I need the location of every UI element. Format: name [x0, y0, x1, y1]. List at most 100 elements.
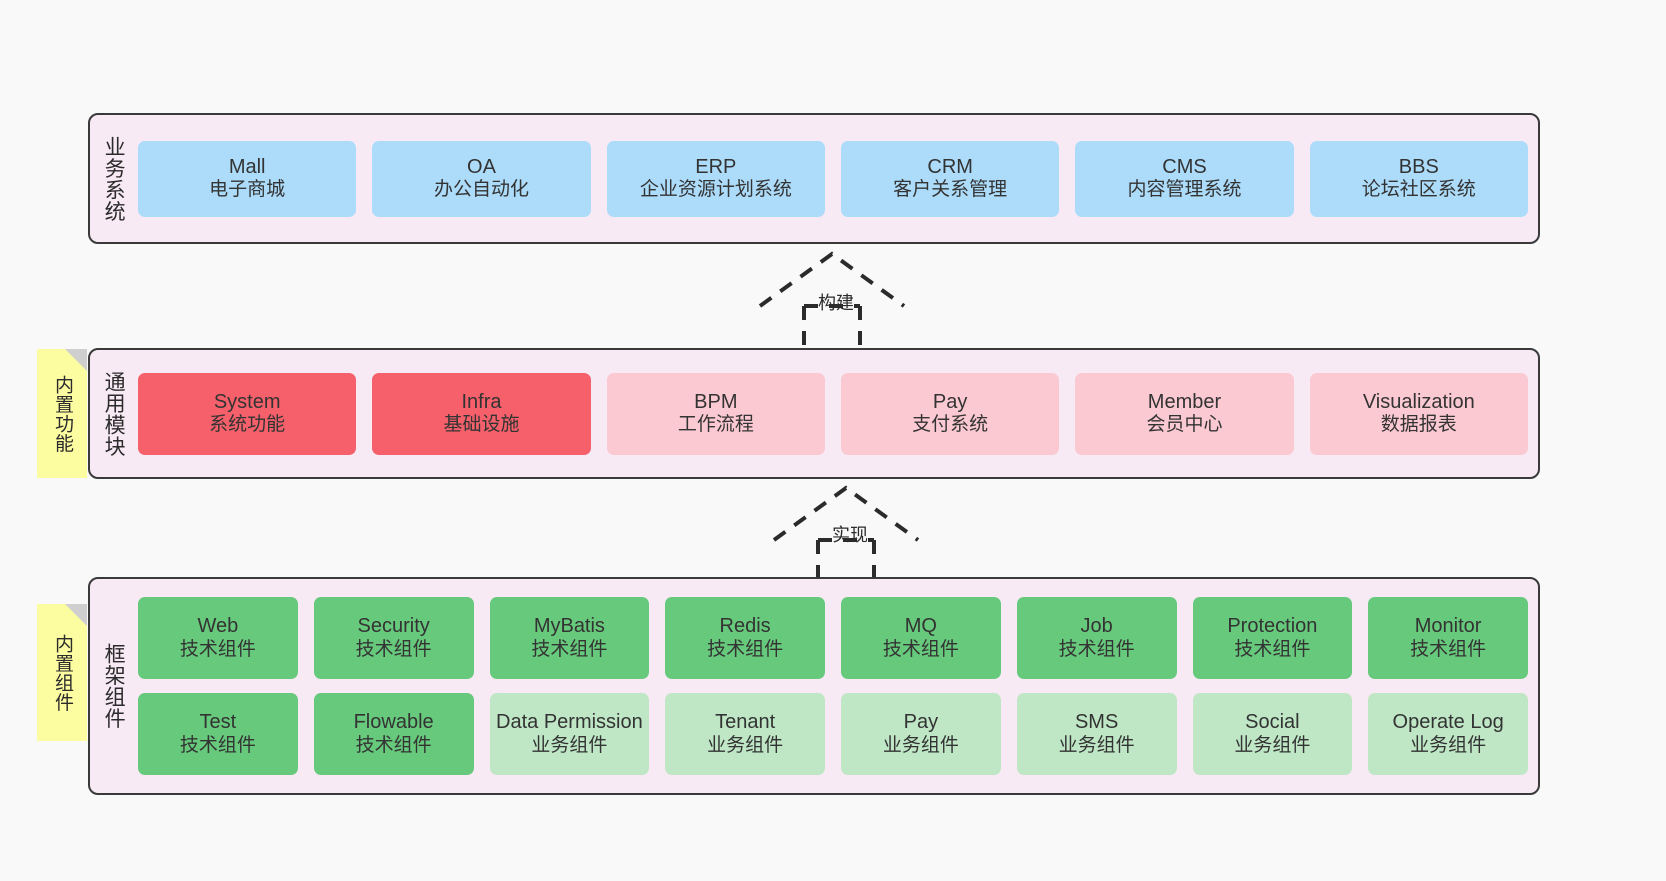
node-title: Job — [1080, 615, 1113, 637]
node-title: CMS — [1162, 155, 1207, 178]
node-subtitle: 业务组件 — [1058, 734, 1135, 756]
layer-body-framework-components: Web 技术组件 Security 技术组件 MyBatis 技术组件 Redi… — [136, 579, 1538, 793]
layer-row: System 系统功能 Infra 基础设施 BPM 工作流程 Pay 支付系统… — [138, 372, 1528, 455]
node-title: Protection — [1227, 615, 1318, 637]
node-monitor[interactable]: Monitor 技术组件 — [1368, 597, 1528, 679]
node-subtitle: 技术组件 — [1410, 638, 1487, 660]
node-title: MyBatis — [533, 615, 605, 637]
node-title: Web — [197, 615, 239, 637]
note-built-in-components: 内置组件 — [37, 604, 87, 741]
node-tenant[interactable]: Tenant 业务组件 — [665, 693, 825, 775]
node-subtitle: 企业资源计划系统 — [639, 179, 792, 201]
node-bpm[interactable]: BPM 工作流程 — [606, 372, 825, 455]
node-visualization[interactable]: Visualization 数据报表 — [1309, 372, 1528, 455]
node-subtitle: 技术组件 — [707, 638, 784, 660]
layer-framework-components: 框架组件 Web 技术组件 Security 技术组件 MyBatis 技术组件… — [88, 577, 1540, 795]
node-title: CRM — [927, 155, 973, 178]
node-title: ERP — [695, 155, 737, 178]
layer-common-modules: 通用模块 System 系统功能 Infra 基础设施 BPM 工作流程 Pay… — [88, 348, 1540, 479]
node-social[interactable]: Social 业务组件 — [1192, 693, 1353, 775]
node-subtitle: 会员中心 — [1146, 414, 1223, 436]
node-subtitle: 办公自动化 — [433, 179, 529, 201]
node-data-permission[interactable]: Data Permission 业务组件 — [489, 693, 650, 775]
node-title: Member — [1147, 390, 1222, 413]
node-title: Visualization — [1362, 390, 1475, 413]
node-subtitle: 内容管理系统 — [1127, 179, 1242, 201]
layer-row: Mall 电子商城 OA 办公自动化 ERP 企业资源计划系统 CRM 客户关系… — [138, 140, 1528, 217]
node-subtitle: 业务组件 — [1410, 734, 1487, 756]
node-security[interactable]: Security 技术组件 — [313, 597, 474, 679]
node-system[interactable]: System 系统功能 — [138, 372, 357, 455]
layer-row: Web 技术组件 Security 技术组件 MyBatis 技术组件 Redi… — [138, 597, 1528, 679]
node-mall[interactable]: Mall 电子商城 — [138, 140, 357, 217]
note-built-in-features: 内置功能 — [37, 349, 87, 478]
node-redis[interactable]: Redis 技术组件 — [665, 597, 825, 679]
node-bbs[interactable]: BBS 论坛社区系统 — [1309, 140, 1528, 217]
node-subtitle: 工作流程 — [677, 414, 754, 436]
connector-label-implement: 实现 — [832, 525, 868, 545]
node-subtitle: 基础设施 — [443, 414, 520, 436]
node-web[interactable]: Web 技术组件 — [138, 597, 298, 679]
node-subtitle: 技术组件 — [179, 638, 256, 660]
node-crm[interactable]: CRM 客户关系管理 — [840, 140, 1060, 217]
layer-title-common-modules: 通用模块 — [102, 370, 126, 457]
node-subtitle: 数据报表 — [1380, 414, 1457, 436]
node-subtitle: 业务组件 — [882, 734, 959, 756]
node-title: Security — [357, 615, 430, 637]
node-title: Monitor — [1414, 615, 1482, 637]
node-title: Test — [199, 711, 237, 733]
node-sms[interactable]: SMS 业务组件 — [1016, 693, 1177, 775]
node-operate-log[interactable]: Operate Log 业务组件 — [1368, 693, 1528, 775]
node-subtitle: 技术组件 — [882, 638, 959, 660]
node-title: Pay — [903, 711, 939, 733]
node-job[interactable]: Job 技术组件 — [1016, 597, 1177, 679]
node-subtitle: 论坛社区系统 — [1361, 179, 1476, 201]
node-subtitle: 技术组件 — [531, 638, 608, 660]
node-subtitle: 支付系统 — [912, 414, 989, 436]
layer-row: Test 技术组件 Flowable 技术组件 Data Permission … — [138, 693, 1528, 775]
node-mybatis[interactable]: MyBatis 技术组件 — [489, 597, 650, 679]
node-subtitle: 技术组件 — [1058, 638, 1135, 660]
node-subtitle: 技术组件 — [355, 734, 432, 756]
node-subtitle: 技术组件 — [355, 638, 432, 660]
node-pay[interactable]: Pay 支付系统 — [840, 372, 1060, 455]
node-member[interactable]: Member 会员中心 — [1075, 372, 1294, 455]
node-title: Mall — [228, 155, 266, 178]
node-title: MQ — [904, 615, 937, 637]
node-flowable[interactable]: Flowable 技术组件 — [313, 693, 474, 775]
node-subtitle: 业务组件 — [531, 734, 608, 756]
node-title: Flowable — [353, 711, 434, 733]
layer-title-framework-components: 框架组件 — [102, 643, 126, 729]
node-oa[interactable]: OA 办公自动化 — [372, 140, 591, 217]
node-title: BPM — [694, 390, 738, 413]
connector-build-arrow — [758, 251, 906, 348]
node-cms[interactable]: CMS 内容管理系统 — [1075, 140, 1294, 217]
layer-body-business-systems: Mall 电子商城 OA 办公自动化 ERP 企业资源计划系统 CRM 客户关系… — [136, 115, 1538, 242]
node-title: SMS — [1074, 711, 1119, 733]
node-infra[interactable]: Infra 基础设施 — [372, 372, 591, 455]
layer-body-common-modules: System 系统功能 Infra 基础设施 BPM 工作流程 Pay 支付系统… — [136, 350, 1538, 477]
node-title: Redis — [719, 615, 771, 637]
node-subtitle: 系统功能 — [209, 414, 286, 436]
node-mq[interactable]: MQ 技术组件 — [841, 597, 1001, 679]
node-subtitle: 业务组件 — [1234, 734, 1311, 756]
node-subtitle: 客户关系管理 — [893, 179, 1008, 201]
node-protection[interactable]: Protection 技术组件 — [1192, 597, 1353, 679]
connector-label-build: 构建 — [818, 293, 854, 313]
node-title: Infra — [461, 390, 502, 413]
node-title: Social — [1245, 711, 1300, 733]
connector-implement-arrow — [772, 485, 920, 580]
node-title: Pay — [932, 390, 968, 413]
node-title: System — [213, 390, 281, 413]
node-subtitle: 业务组件 — [707, 734, 784, 756]
node-erp[interactable]: ERP 企业资源计划系统 — [606, 140, 825, 217]
node-test[interactable]: Test 技术组件 — [138, 693, 298, 775]
layer-business-systems: 业务系统 Mall 电子商城 OA 办公自动化 ERP 企业资源计划系统 CRM… — [88, 113, 1540, 244]
node-pay-component[interactable]: Pay 业务组件 — [841, 693, 1001, 775]
node-title: Operate Log — [1392, 711, 1504, 733]
node-title: OA — [467, 155, 496, 178]
layer-title-business-systems: 业务系统 — [102, 135, 126, 222]
node-title: BBS — [1398, 155, 1439, 178]
node-title: Tenant — [715, 711, 776, 733]
